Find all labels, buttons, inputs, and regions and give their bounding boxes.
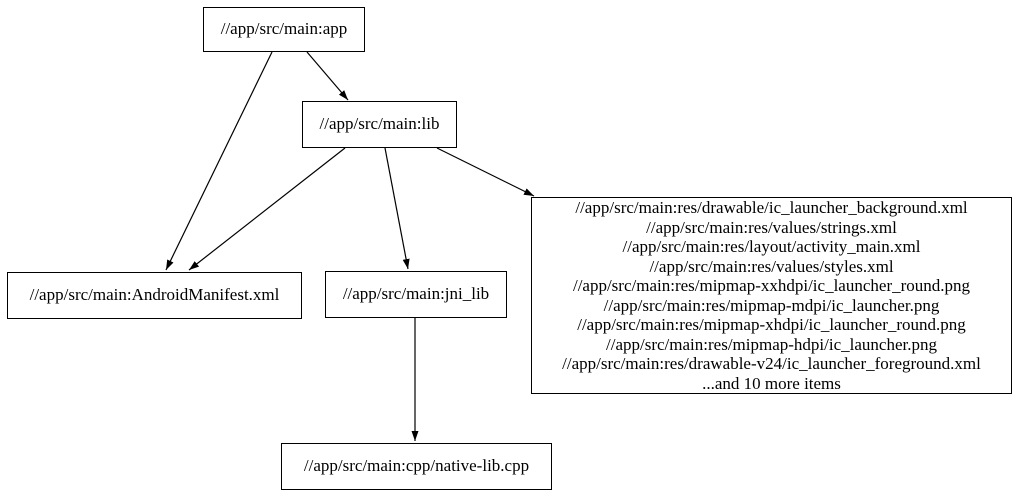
res-item: //app/src/main:res/values/strings.xml <box>646 217 897 237</box>
res-more-items: ...and 10 more items <box>702 373 841 393</box>
node-app-label: //app/src/main:app <box>220 19 348 39</box>
res-item: //app/src/main:res/mipmap-xxhdpi/ic_laun… <box>572 276 971 295</box>
res-item: //app/src/main:res/drawable/ic_launcher_… <box>575 198 968 217</box>
res-item: //app/src/main:res/mipmap-mdpi/ic_launch… <box>603 295 940 315</box>
res-item: //app/src/main:res/layout/activity_main.… <box>622 237 921 256</box>
edge-lib-to-jni-lib <box>384 147 410 270</box>
node-jni-lib-label: //app/src/main:jni_lib <box>342 284 490 304</box>
node-lib: //app/src/main:lib <box>302 101 457 148</box>
edge-app-to-lib <box>306 51 349 101</box>
edge-lib-to-manifest <box>188 147 346 271</box>
res-item: //app/src/main:res/mipmap-hdpi/ic_launch… <box>606 334 937 354</box>
res-item: //app/src/main:res/mipmap-xhdpi/ic_launc… <box>577 315 966 334</box>
node-native-lib-cpp: //app/src/main:cpp/native-lib.cpp <box>281 443 552 490</box>
edge-lib-to-res <box>436 147 535 197</box>
node-lib-label: //app/src/main:lib <box>319 114 440 134</box>
node-app: //app/src/main:app <box>203 7 365 52</box>
node-android-manifest-label: //app/src/main:AndroidManifest.xml <box>29 285 280 305</box>
res-item: //app/src/main:res/drawable-v24/ic_launc… <box>562 354 981 373</box>
edge-app-to-manifest <box>165 51 273 271</box>
res-item: //app/src/main:res/values/styles.xml <box>649 256 894 276</box>
node-res-group: //app/src/main:res/drawable/ic_launcher_… <box>531 197 1012 394</box>
node-native-lib-cpp-label: //app/src/main:cpp/native-lib.cpp <box>303 456 530 476</box>
node-android-manifest: //app/src/main:AndroidManifest.xml <box>7 272 302 319</box>
node-jni-lib: //app/src/main:jni_lib <box>325 271 507 318</box>
